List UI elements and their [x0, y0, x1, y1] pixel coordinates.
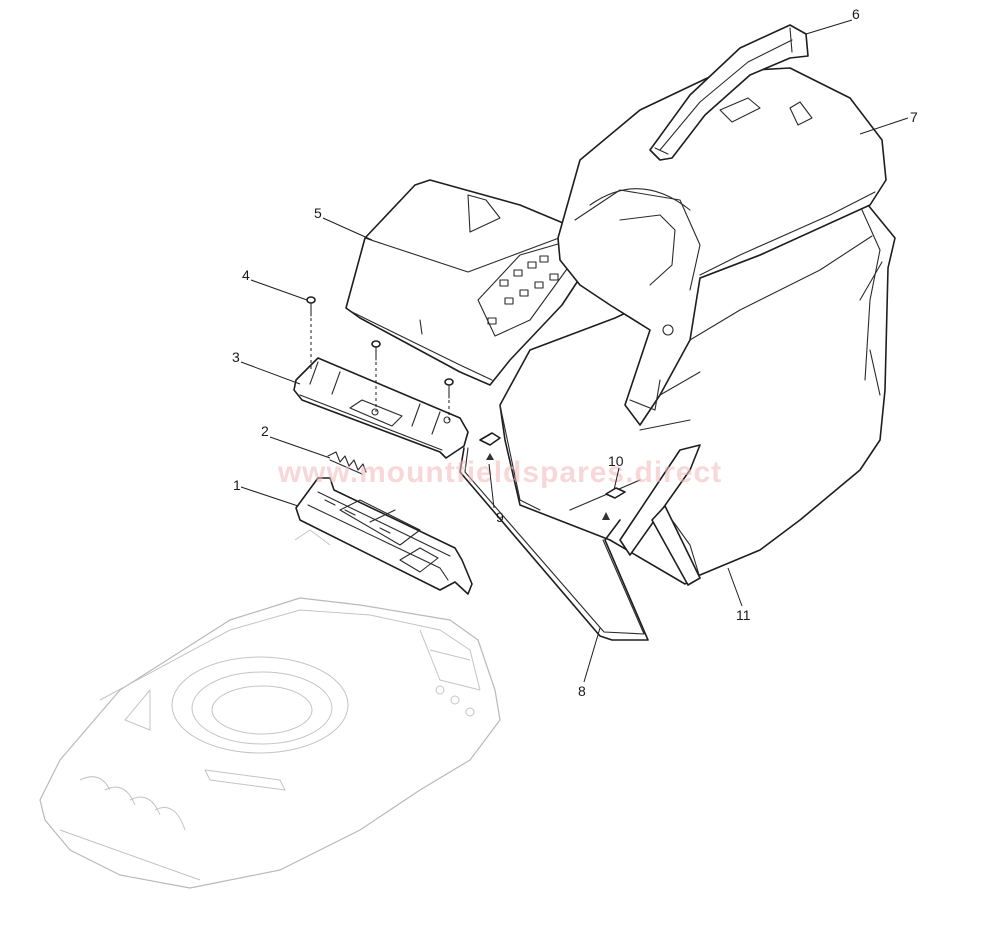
callout-4: 4 — [242, 267, 250, 283]
part-6-handle-grip — [649, 24, 809, 161]
part-1-base-flap — [295, 477, 473, 595]
callout-3: 3 — [232, 349, 240, 365]
part-8-wire-frame — [459, 447, 649, 641]
part-10-clip — [602, 487, 626, 520]
callout-2: 2 — [261, 423, 269, 439]
callout-10: 10 — [608, 453, 624, 469]
callout-8: 8 — [578, 683, 586, 699]
callout-labels: 1 2 3 4 5 6 7 8 9 10 11 — [232, 6, 918, 699]
callout-11: 11 — [736, 607, 751, 623]
callout-9: 9 — [496, 509, 504, 525]
part-2-spring — [327, 451, 367, 475]
callout-7: 7 — [910, 109, 918, 125]
leader-lines — [240, 19, 909, 683]
callout-5: 5 — [314, 205, 322, 221]
part-4-screws — [306, 296, 454, 420]
mower-deck-ghost — [39, 529, 501, 889]
callout-1: 1 — [233, 477, 241, 493]
part-3-flap — [293, 357, 469, 459]
part-9-clip — [479, 432, 501, 460]
watermark-text: www.mountfieldspares.direct — [277, 456, 722, 489]
callout-6: 6 — [852, 6, 860, 22]
part-11-grass-bag — [499, 204, 896, 586]
